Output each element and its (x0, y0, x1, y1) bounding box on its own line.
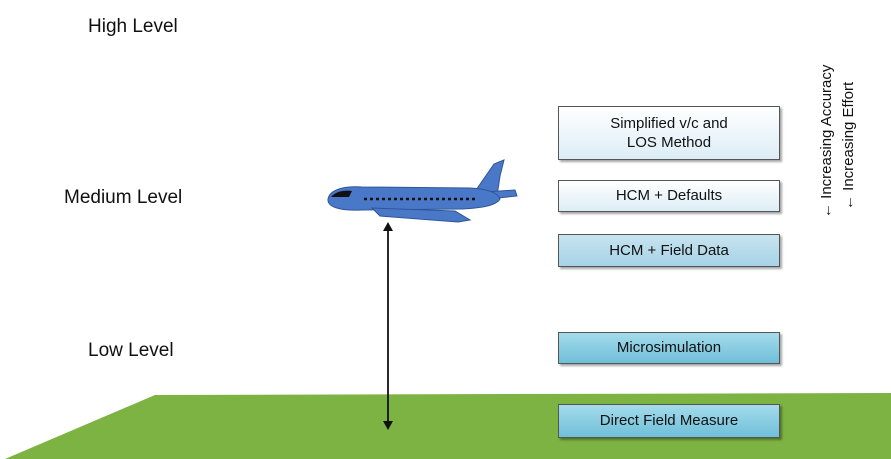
increasing-effort-note: ← Increasing Effort (840, 81, 857, 210)
method-box-hcm-defaults: HCM + Defaults (558, 180, 780, 212)
airplane-icon (327, 159, 518, 223)
method-box-microsimulation: Microsimulation (558, 332, 780, 364)
method-box-direct-field-measure-label: Direct Field Measure (599, 412, 739, 430)
medium-level-label: Medium Level (64, 187, 183, 208)
method-box-direct-field-measure: Direct Field Measure (558, 404, 780, 438)
method-box-simplified-line1: Simplified v/c and (610, 114, 728, 132)
method-box-simplified-line2: LOS Method (626, 134, 712, 151)
increasing-accuracy-note: ← Increasing Accuracy (818, 64, 835, 218)
method-box-hcm-defaults-label: HCM + Defaults (615, 187, 723, 205)
altitude-arrow (383, 222, 393, 430)
method-box-microsimulation-label: Microsimulation (616, 339, 722, 357)
method-box-simplified: Simplified v/c and LOS Method (558, 106, 780, 160)
low-level-label: Low Level (88, 340, 174, 361)
high-level-label: High Level (88, 16, 178, 37)
method-box-hcm-field-data-label: HCM + Field Data (609, 241, 729, 259)
method-box-hcm-field-data: HCM + Field Data (558, 234, 780, 267)
